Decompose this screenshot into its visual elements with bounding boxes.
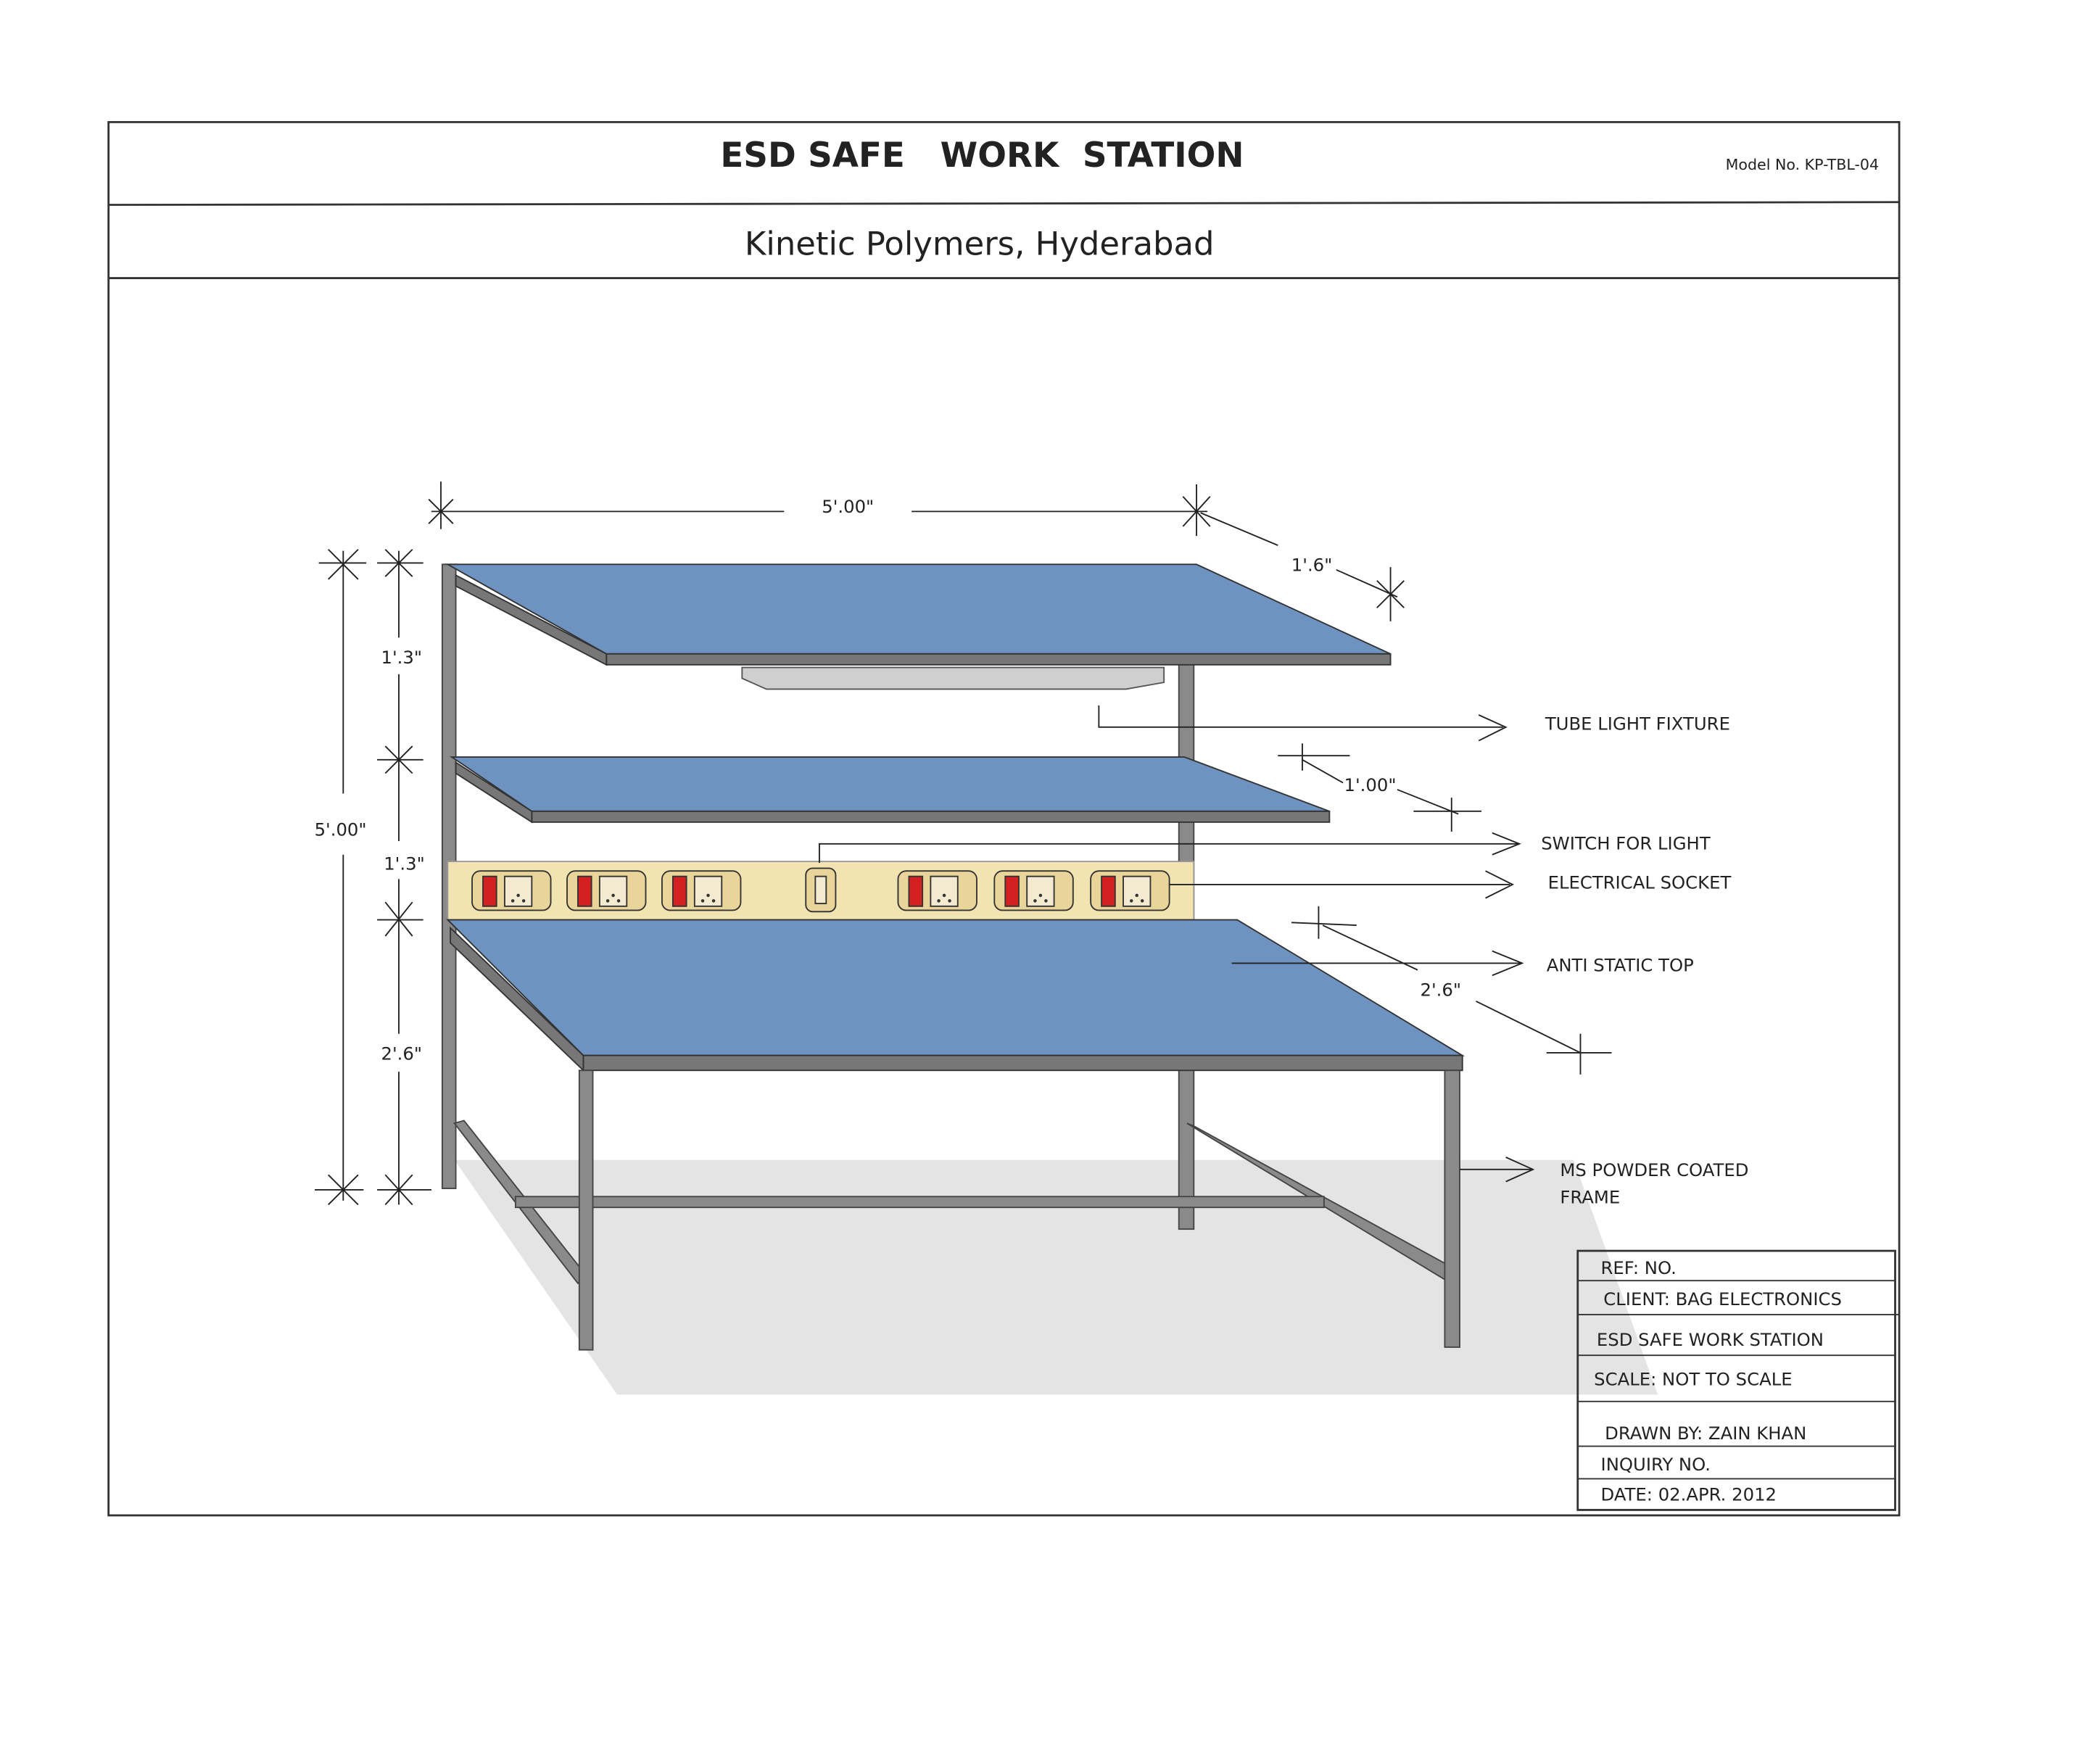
middle-shelf-edge — [531, 810, 1331, 823]
anti-static-top — [446, 919, 1466, 1056]
callout-socket: ELECTRICAL SOCKET — [1169, 870, 1732, 899]
socket-label: ELECTRICAL SOCKET — [1548, 872, 1732, 893]
drawing-title: ESD SAFE WORK STATION — [1597, 1329, 1824, 1350]
height-dimension: 5'.00" — [315, 549, 367, 1206]
width-label: 5'.00" — [822, 496, 874, 517]
company-name: Kinetic Polymers, Hyderabad — [745, 225, 1215, 263]
front-left-leg — [578, 1069, 594, 1351]
inquiry-no: INQUIRY NO. — [1601, 1454, 1711, 1475]
bottom-depth-dimension: 2'.6" — [1291, 906, 1612, 1075]
callout-top: ANTI STATIC TOP — [1231, 950, 1694, 977]
mid-depth-dimension: 1'.00" — [1278, 743, 1481, 832]
floor-shadow — [454, 1159, 1658, 1395]
electrical-socket[interactable] — [993, 870, 1074, 911]
client: CLIENT: BAG ELECTRONICS — [1603, 1288, 1842, 1310]
tube-light-label: TUBE LIGHT FIXTURE — [1545, 713, 1730, 735]
work-surface-edge — [582, 1054, 1463, 1072]
title-block: REF: NO. CLIENT: BAG ELECTRONICS ESD SAF… — [1576, 1249, 1900, 1511]
callout-switch: SWITCH FOR LIGHT — [819, 832, 1711, 863]
top-shelf — [445, 563, 1391, 655]
date: DATE: 02.APR. 2012 — [1601, 1484, 1777, 1505]
mid-height-label: 1'.3" — [384, 853, 425, 874]
electrical-socket[interactable] — [1090, 870, 1170, 911]
top-depth-label: 1'.6" — [1291, 555, 1333, 576]
electrical-socket[interactable] — [661, 870, 742, 911]
ref-no: REF: NO. — [1601, 1257, 1677, 1278]
total-height-label: 5'.00" — [315, 819, 367, 840]
callout-tube-light: TUBE LIGHT FIXTURE — [1098, 705, 1730, 742]
front-right-leg — [1444, 1069, 1460, 1348]
tube-light-fixture — [741, 666, 1165, 690]
sheet-border — [107, 120, 1901, 1517]
shelf-height-dimensions: 1'.3" 1'.3" 2'.6" — [377, 549, 431, 1206]
header-divider — [108, 201, 1900, 206]
electrical-socket[interactable] — [897, 870, 977, 911]
page-title: ESD SAFE WORK STATION — [720, 136, 1244, 175]
light-switch[interactable] — [805, 867, 837, 913]
top-height-label: 1'.3" — [381, 647, 422, 668]
top-shelf-side — [455, 574, 608, 666]
drawn-by: DRAWN BY: ZAIN KHAN — [1605, 1423, 1806, 1444]
mid-depth-label: 1'.00" — [1344, 774, 1397, 795]
middle-shelf-side — [455, 761, 533, 824]
electrical-socket[interactable] — [566, 870, 647, 911]
frame-label-line2: FRAME — [1560, 1187, 1620, 1208]
middle-shelf — [449, 756, 1330, 812]
callout-frame: MS POWDER COATED FRAME — [1459, 1157, 1748, 1208]
switch-label: SWITCH FOR LIGHT — [1541, 832, 1711, 853]
scale: SCALE: NOT TO SCALE — [1594, 1368, 1792, 1389]
top-shelf-edge — [605, 653, 1392, 666]
bottom-height-label: 2'.6" — [381, 1043, 422, 1064]
anti-static-top-label: ANTI STATIC TOP — [1547, 955, 1694, 976]
width-dimension: 5'.00" — [428, 481, 1211, 537]
frame-label-line1: MS POWDER COATED — [1560, 1159, 1748, 1180]
model-number: Model No. KP-TBL-04 — [1726, 156, 1879, 173]
top-depth-dimension: 1'.6" — [1200, 512, 1405, 621]
bottom-depth-label: 2'.6" — [1421, 979, 1462, 1000]
electrical-socket[interactable] — [471, 870, 552, 911]
socket-group — [471, 867, 1170, 913]
rear-lower-rail — [514, 1196, 1325, 1209]
